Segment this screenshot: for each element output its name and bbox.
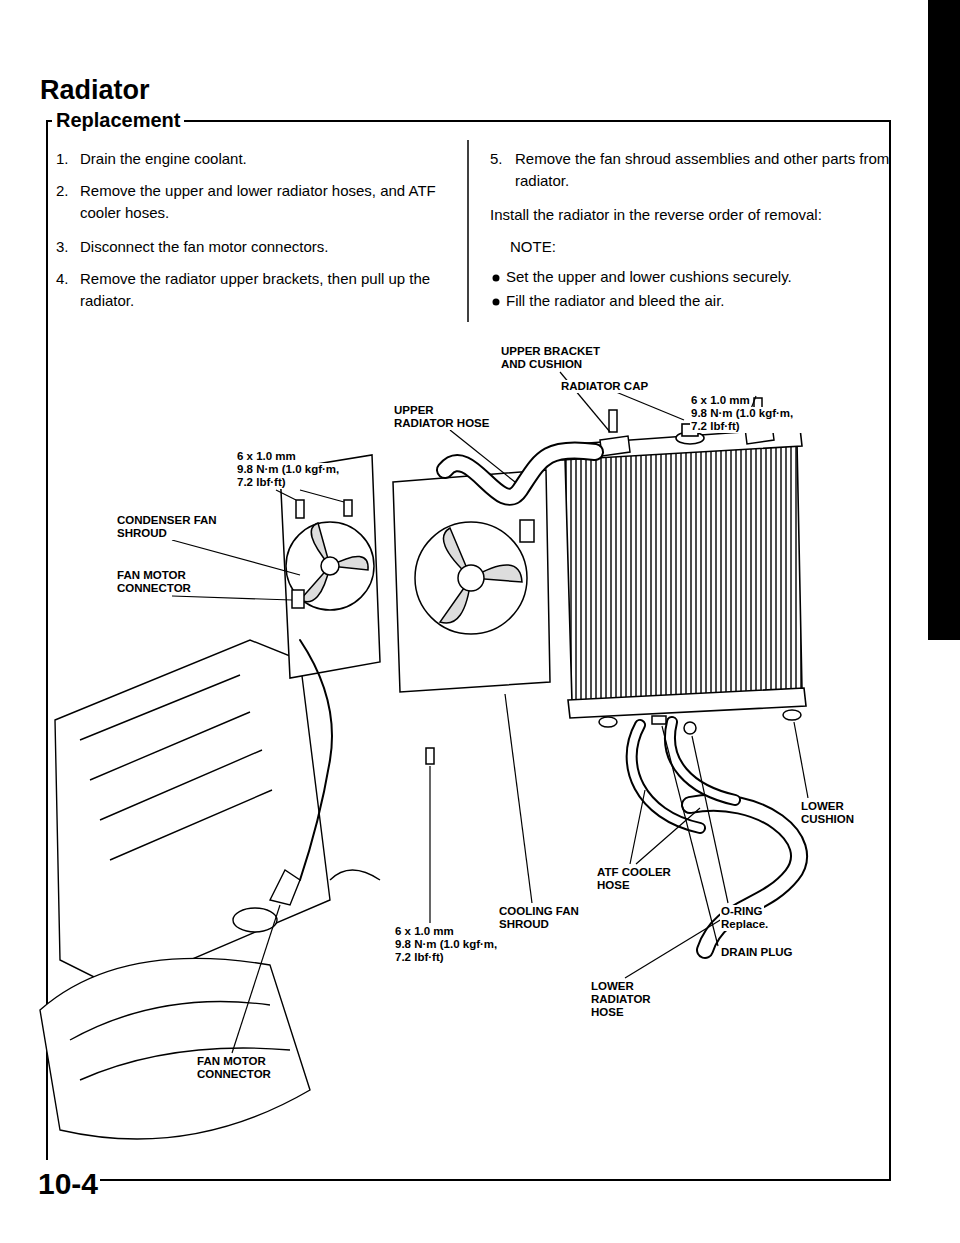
leader-line [172,372,808,1053]
step-text: Remove the radiator upper brackets, then… [80,268,452,312]
bolt-size: 6 x 1.0 mm [236,450,297,463]
bolt-size: 6 x 1.0 mm [394,925,455,938]
page-tab [928,0,960,640]
bullet [493,275,500,282]
part-label: DRAIN PLUG [720,946,794,959]
section-heading: Replacement [53,108,184,132]
page-title: Radiator [40,74,150,106]
torque-spec: 9.8 N·m (1.0 kgf·m, 7.2 lbf·ft) [236,463,348,489]
bolt-size: 6 x 1.0 mm [690,394,751,407]
step-text: Drain the engine coolant. [80,148,450,170]
part-note: Replace. [720,918,769,931]
engine-bay [40,640,380,1139]
hoses [300,450,799,950]
page-number: 10-4 [38,1166,98,1202]
note-text: Set the upper and lower cushions securel… [506,266,896,288]
part-label: O-RING [720,905,764,918]
note-text: Install the radiator in the reverse orde… [490,204,890,226]
step-number: 2. [56,180,69,202]
part-label: LOWER RADIATOR HOSE [590,980,687,1020]
note-text: Fill the radiator and bleed the air. [506,290,896,312]
part-label: LOWER CUSHION [800,800,872,826]
step-text: Disconnect the fan motor connectors. [80,236,450,258]
step-number: 4. [56,268,69,290]
part-label: UPPER BRACKET AND CUSHION [500,345,620,371]
cooling-fan-shroud [393,470,550,692]
bullet [493,299,500,306]
part-label: UPPER RADIATOR HOSE [393,404,495,430]
part-label: ATF COOLER HOSE [596,866,678,892]
torque-spec: 9.8 N·m (1.0 kgf·m, 7.2 lbf·ft) [394,938,506,964]
part-label: CONDENSER FAN SHROUD [116,514,218,540]
step-number: 3. [56,236,69,258]
part-label: FAN MOTOR CONNECTOR [196,1055,288,1081]
torque-spec: 9.8 N·m (1.0 kgf·m, 7.2 lbf·ft) [690,407,802,433]
part-label: COOLING FAN SHROUD [498,905,590,931]
column-divider [467,140,469,322]
step-number: 5. [490,148,503,170]
note-heading: NOTE: [510,236,556,258]
step-text: Remove the fan shroud assemblies and oth… [515,148,905,192]
part-label: FAN MOTOR CONNECTOR [116,569,218,595]
part-label: RADIATOR CAP [560,380,649,393]
brackets-bolts [296,398,801,764]
step-text: Remove the upper and lower radiator hose… [80,180,452,224]
step-number: 1. [56,148,69,170]
radiator [560,424,806,718]
